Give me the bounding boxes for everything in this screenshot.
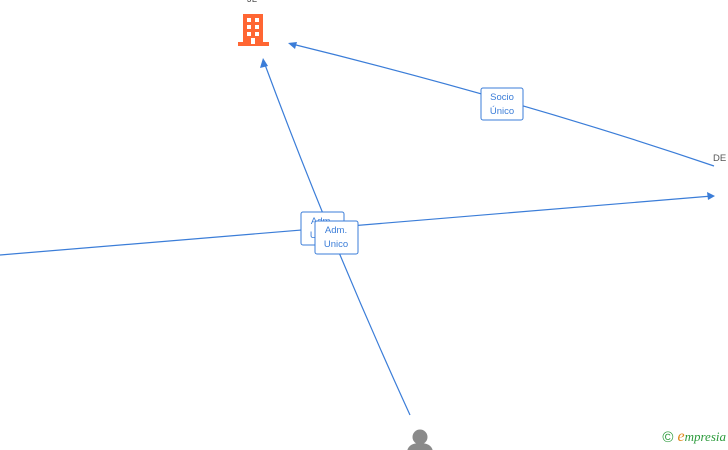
building-icon <box>238 14 269 46</box>
svg-text:Unico: Unico <box>324 239 348 250</box>
company-node-right[interactable]: DE <box>713 153 726 164</box>
edge-label-adm-unico-front[interactable]: Adm. Unico <box>314 220 359 255</box>
svg-text:Socio: Socio <box>490 92 514 103</box>
copyright-symbol: © <box>662 428 674 446</box>
svg-text:Único: Único <box>490 106 514 117</box>
arrowhead-socio-unico <box>288 42 297 49</box>
empresia-brand[interactable]: © empresia <box>662 428 726 446</box>
edge-label-socio-unico[interactable]: Socio Único <box>480 87 524 121</box>
person-node-bottom[interactable] <box>407 429 433 450</box>
company-node-top[interactable]: JL <box>238 0 269 46</box>
person-icon <box>407 429 433 450</box>
company-top-label: JL <box>247 0 257 5</box>
company-right-label: DE <box>713 153 726 164</box>
arrowhead-adm-unico-vertical <box>260 58 268 68</box>
arrowhead-adm-unico-horizontal <box>707 192 715 200</box>
svg-text:Adm.: Adm. <box>325 225 347 236</box>
brand-logo-text: empresia <box>677 428 726 445</box>
